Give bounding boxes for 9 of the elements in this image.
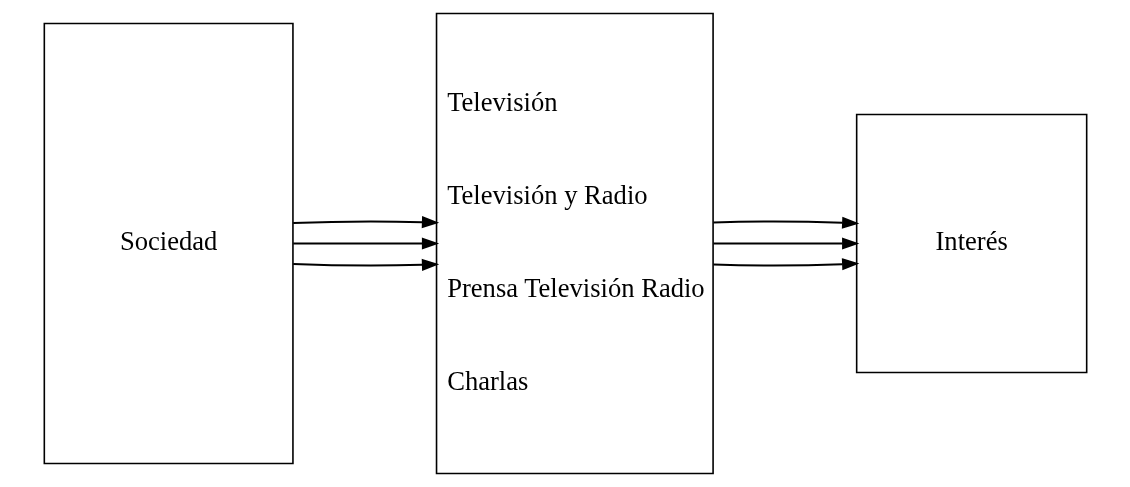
arrow [291,258,439,271]
arrow [711,258,859,271]
node-box: Sociedad [43,22,294,465]
arrow [291,216,439,229]
arrow [711,216,859,229]
node-box: Interés [855,113,1087,374]
node-box: Televisión Televisión y Radio Prensa Televisión Radio Charlas [435,12,714,475]
arrow [711,237,859,250]
arrow [291,237,439,250]
